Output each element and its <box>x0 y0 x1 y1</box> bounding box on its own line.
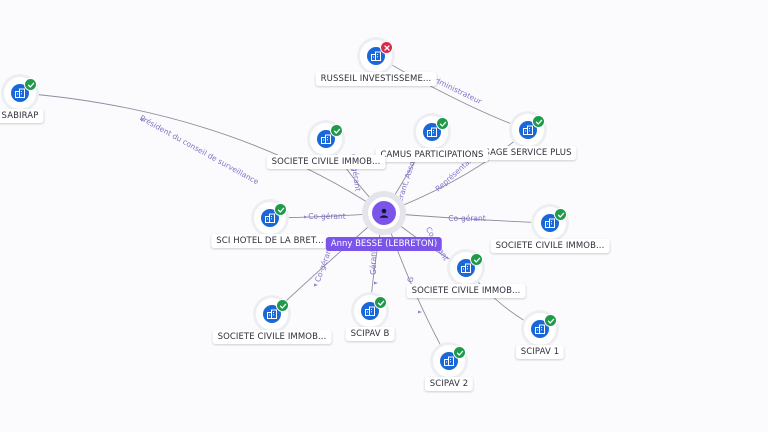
edge-arrow-icon <box>374 281 378 285</box>
edge-label: Gérant <box>369 249 378 275</box>
edge-sage-russeil <box>375 55 529 131</box>
status-active-check-icon <box>24 78 37 91</box>
status-active-check-icon <box>544 314 557 327</box>
person-icon <box>372 201 396 225</box>
company-node-label[interactable]: SCIPAV 1 <box>515 345 565 359</box>
company-node-label[interactable]: SABIRAP <box>0 109 44 123</box>
edge-label: Co-gérant <box>308 212 345 221</box>
status-active-check-icon <box>532 115 545 128</box>
status-active-check-icon <box>470 253 483 266</box>
edge-arrow-icon <box>418 310 422 314</box>
company-node-label[interactable]: SOCIETE CIVILE IMMOB... <box>266 155 386 169</box>
status-active-check-icon <box>274 203 287 216</box>
company-node-label[interactable]: CAMUS PARTICIPATIONS <box>375 148 489 162</box>
company-node-label[interactable]: SAGE SERVICE PLUS <box>479 146 577 160</box>
company-node-label[interactable]: SCIPAV B <box>345 327 395 341</box>
company-node-label[interactable]: SOCIETE CIVILE IMMOB... <box>212 330 332 344</box>
edge-label: G <box>406 276 416 283</box>
center-node-label[interactable]: Anny BESSE (LEBRETON) <box>325 237 443 251</box>
edge-arrow-icon <box>304 215 308 219</box>
company-node-label[interactable]: SCI HOTEL DE LA BRET... <box>211 234 329 248</box>
status-active-check-icon <box>436 117 449 130</box>
status-active-check-icon <box>330 124 343 137</box>
edge-label: Président du conseil de surveillance <box>138 113 261 186</box>
edge-arrow-icon <box>141 118 145 122</box>
edge-label: Co-gérant <box>448 214 485 223</box>
status-closed-cross-icon <box>380 41 393 54</box>
status-active-check-icon <box>276 299 289 312</box>
status-active-check-icon <box>453 346 466 359</box>
status-active-check-icon <box>554 208 567 221</box>
company-node-label[interactable]: SOCIETE CIVILE IMMOB... <box>490 239 610 253</box>
edge-arrow-icon <box>314 283 318 287</box>
status-active-check-icon <box>374 296 387 309</box>
company-node-label[interactable]: SOCIETE CIVILE IMMOB... <box>406 284 526 298</box>
company-node-label[interactable]: RUSSEIL INVESTISSEME... <box>315 72 437 86</box>
edge-center-sabirap <box>19 92 385 214</box>
company-node-label[interactable]: SCIPAV 2 <box>424 377 474 391</box>
